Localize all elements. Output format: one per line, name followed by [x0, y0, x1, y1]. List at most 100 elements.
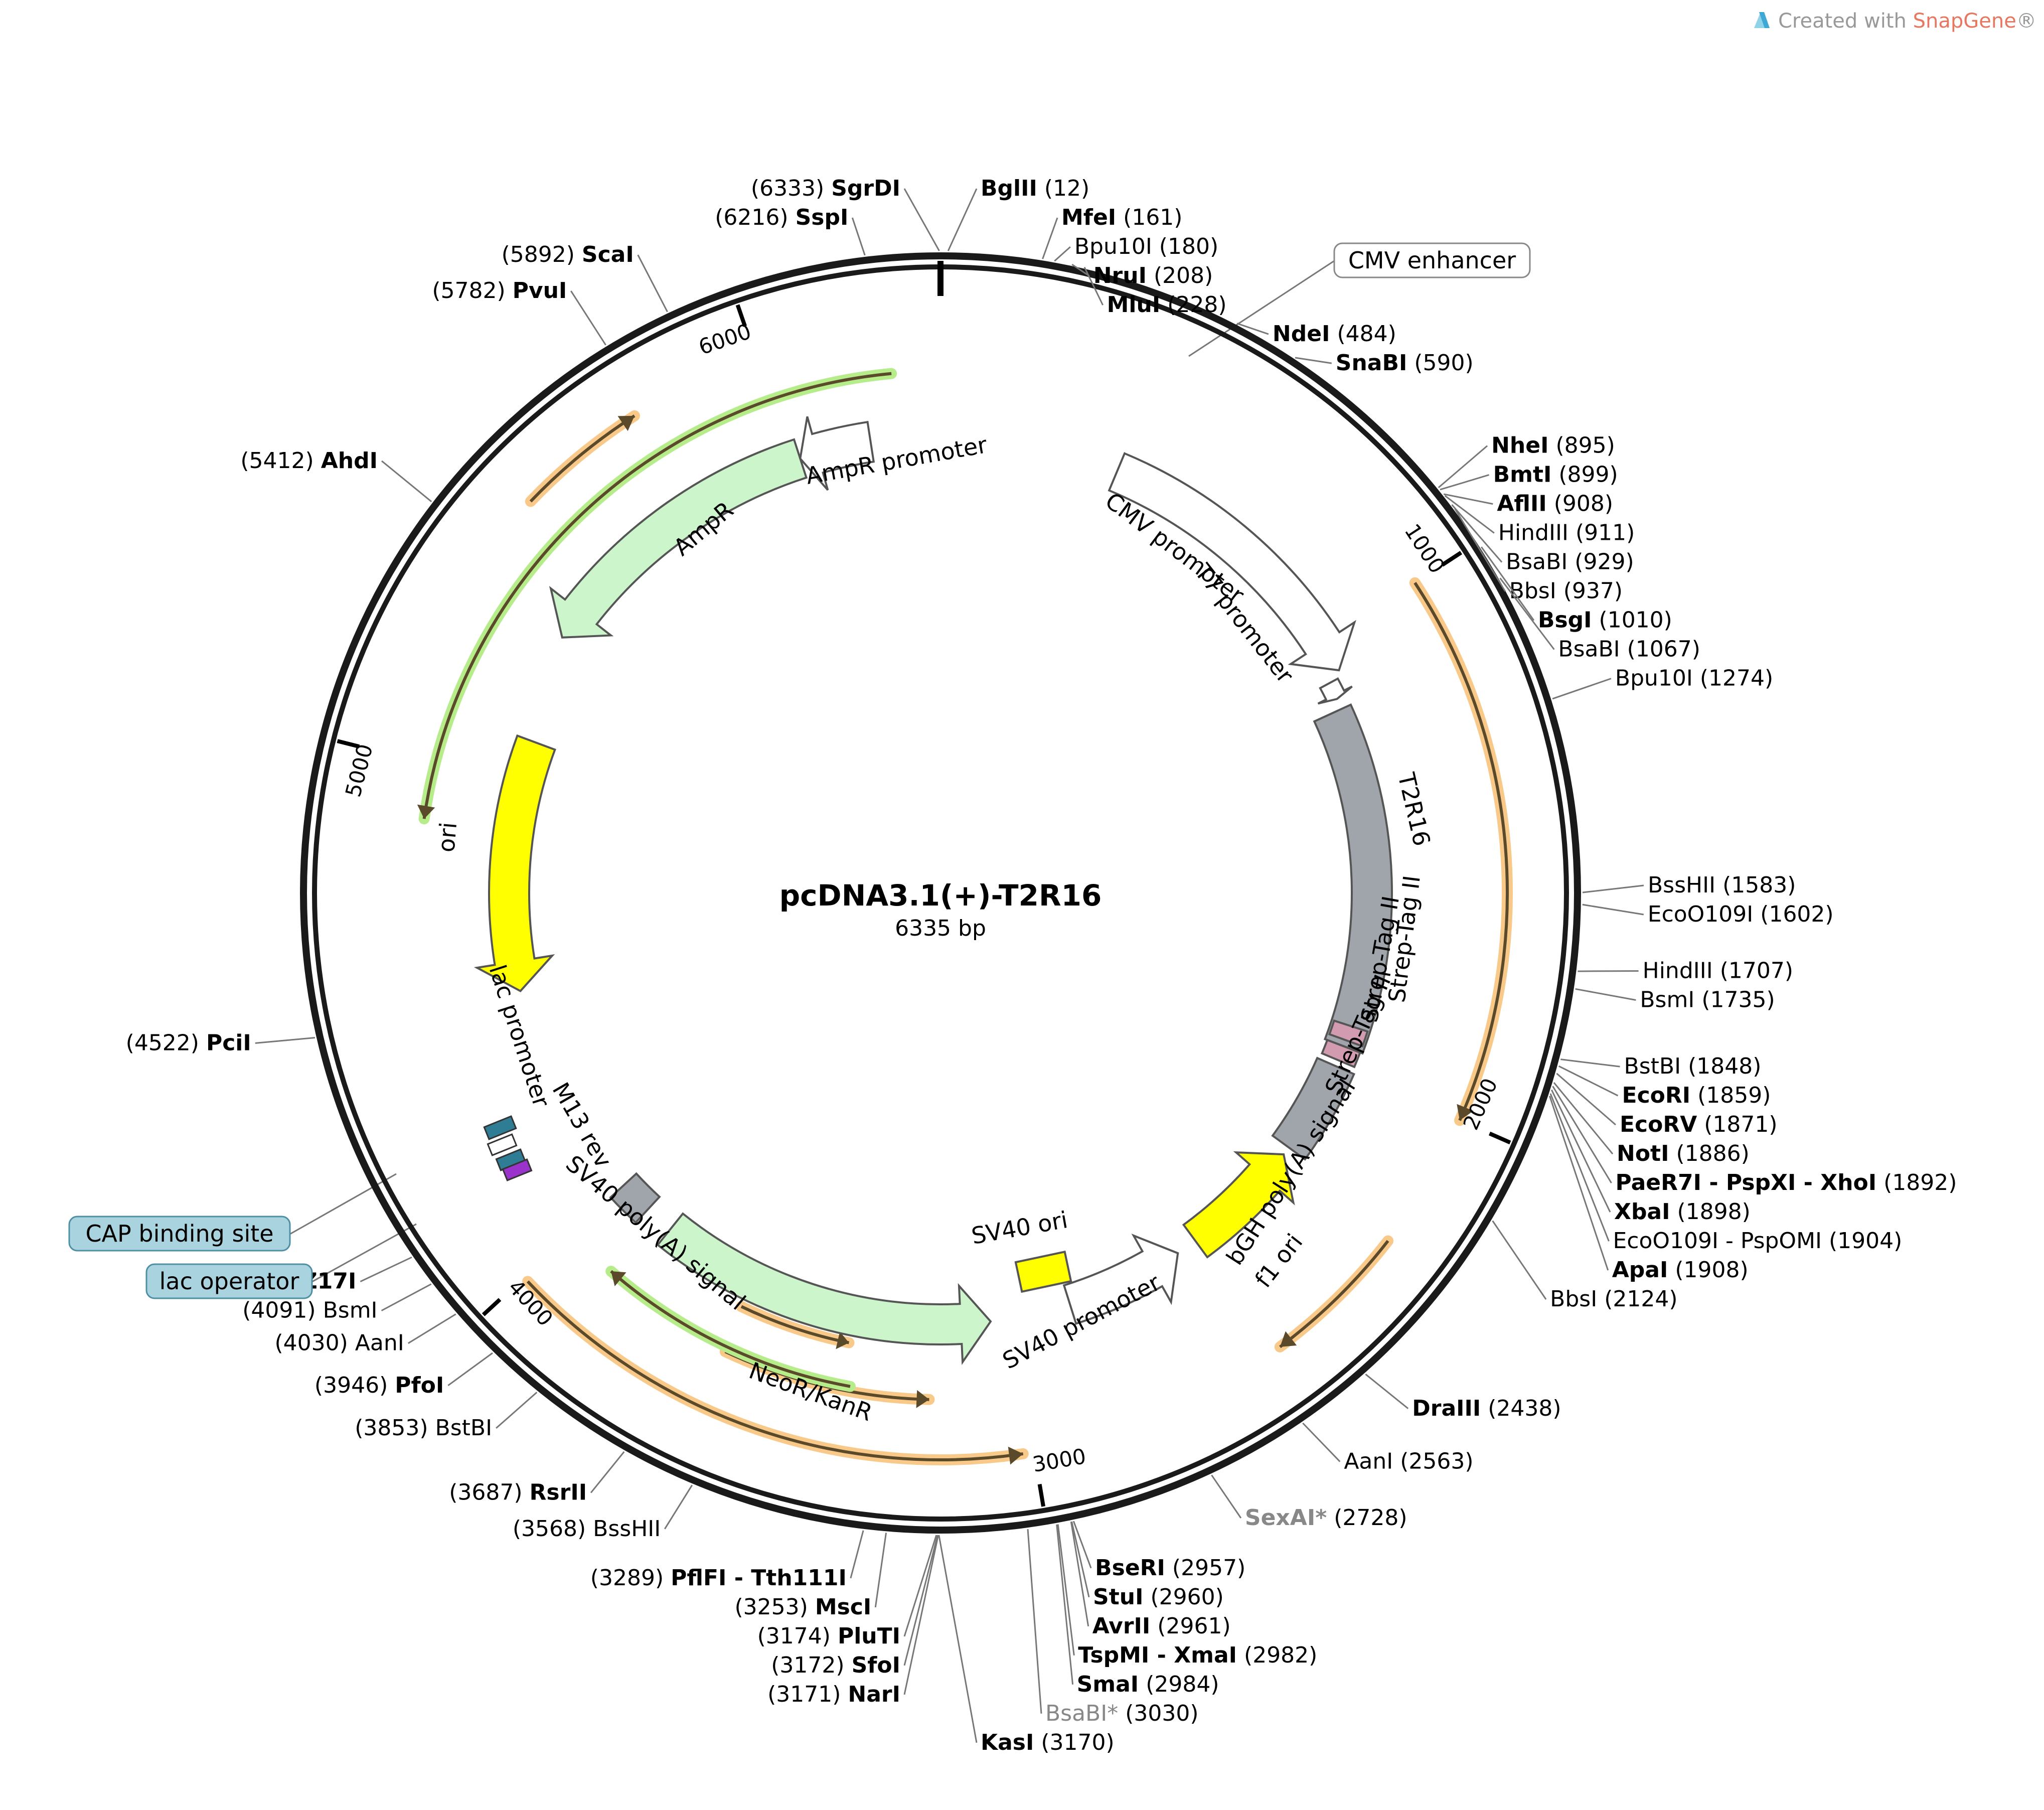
orf-arc-inner-arrowhead	[916, 1390, 929, 1408]
tick-mark	[1441, 551, 1463, 567]
site-leader	[1548, 1096, 1609, 1271]
m13-rev-block	[502, 1158, 533, 1181]
sv40-polya-label: SV40 poly(A) signal	[561, 1150, 751, 1315]
site-position: (208)	[1154, 263, 1213, 288]
site-position: (937)	[1563, 578, 1623, 604]
site-layer: BglII (12)MfeI (161)Bpu10I (180)NruI (20…	[126, 176, 1957, 1755]
site-leader	[947, 188, 978, 251]
site-leader	[1492, 1220, 1547, 1300]
site-enzyme-name: MfeI	[1061, 205, 1116, 230]
site-leader	[1582, 884, 1644, 893]
site-leader	[1481, 546, 1535, 621]
tick-label: 1000	[1400, 519, 1450, 577]
sv40-ori-label: SV40 ori	[970, 1206, 1070, 1250]
site-leader	[381, 460, 432, 503]
site-label: AanI (2563)	[1344, 1449, 1473, 1474]
site-position: (899)	[1558, 462, 1618, 488]
site-position: (1602)	[1760, 901, 1833, 927]
site-label: XbaI (1898)	[1614, 1199, 1751, 1225]
site-leader	[637, 254, 668, 313]
site-leader	[1556, 1073, 1616, 1126]
site-enzyme-name: SgrDI	[831, 176, 900, 201]
site-label: NruI (208)	[1093, 263, 1213, 288]
site-enzyme-name: BssHII	[593, 1516, 661, 1542]
site-label: (3687) RsrII	[449, 1480, 587, 1505]
site-position: (12)	[1044, 176, 1089, 201]
neor-kanr-arrow	[656, 1212, 992, 1365]
orf-arc-ampr-arrowhead	[417, 804, 435, 819]
cap-site-block	[483, 1115, 517, 1140]
site-position: (4522)	[126, 1030, 199, 1055]
site-label: BbsI (937)	[1509, 578, 1623, 604]
site-position: (2961)	[1157, 1613, 1230, 1639]
site-enzyme-name: NarI	[848, 1682, 900, 1707]
site-enzyme-name: Bpu10I	[1615, 666, 1693, 691]
f1-ori-arrow	[1182, 1151, 1295, 1259]
tick-label: 6000	[696, 319, 754, 360]
site-label: BsaBI* (3030)	[1045, 1701, 1199, 1726]
site-label: (6333) SgrDI	[751, 176, 900, 201]
site-label: (4522) PciI	[126, 1030, 251, 1055]
site-position: (3172)	[771, 1652, 844, 1678]
site-position: (3853)	[355, 1415, 428, 1441]
site-enzyme-name: PfoI	[395, 1373, 444, 1398]
site-leader	[1365, 1374, 1409, 1409]
site-leader	[1552, 678, 1612, 700]
site-label: (3946) PfoI	[315, 1373, 444, 1398]
site-position: (3946)	[315, 1373, 388, 1398]
strep-tag-2	[1320, 1038, 1362, 1069]
site-position: (228)	[1167, 292, 1226, 318]
site-position: (1886)	[1676, 1141, 1749, 1166]
site-position: (3171)	[767, 1682, 841, 1707]
site-position: (6333)	[751, 176, 824, 201]
site-position: (5782)	[432, 278, 505, 304]
site-enzyme-name: BsgI	[1538, 608, 1592, 633]
site-leader	[850, 1530, 864, 1579]
site-label: (5782) PvuI	[432, 278, 567, 304]
tick-label: 5000	[341, 741, 378, 800]
site-enzyme-name: ApaI	[1612, 1257, 1668, 1283]
site-leader	[1057, 1524, 1075, 1655]
site-position: (2438)	[1488, 1396, 1561, 1421]
site-enzyme-name: AhdI	[321, 448, 378, 474]
site-label: (3172) SfoI	[771, 1652, 900, 1678]
site-label: (5892) ScaI	[502, 242, 634, 267]
site-position: (908)	[1554, 491, 1613, 517]
site-position: (929)	[1575, 549, 1634, 575]
orf-arc-inner2-arrowhead	[836, 1331, 849, 1349]
bgh-polya-bar	[1271, 1057, 1356, 1161]
strep-tag-1	[1328, 1019, 1369, 1048]
site-enzyme-name: PluTI	[838, 1623, 900, 1649]
site-label: (4030) AanI	[274, 1330, 404, 1356]
site-leader	[1211, 1474, 1242, 1519]
site-leader	[874, 1533, 887, 1608]
site-enzyme-name: BglII	[981, 176, 1037, 201]
sv40-polya-bar	[609, 1172, 661, 1224]
site-position: (2563)	[1400, 1449, 1473, 1474]
site-position: (180)	[1159, 234, 1218, 259]
cmv-promoter-arrow	[1108, 452, 1356, 672]
cmv-enhancer-leader	[1188, 260, 1335, 357]
site-leader	[255, 1037, 316, 1044]
site-enzyme-name: StuI	[1093, 1584, 1143, 1610]
site-label: SmaI (2984)	[1077, 1672, 1219, 1697]
cap-binding-site-box	[68, 1216, 291, 1252]
site-position: (3568)	[513, 1516, 586, 1542]
site-enzyme-name: DraIII	[1412, 1396, 1481, 1421]
site-leader	[1070, 1522, 1089, 1627]
site-enzyme-name: BbsI	[1550, 1286, 1597, 1312]
ampr-promoter-arrow	[799, 416, 875, 491]
site-position: (2957)	[1172, 1555, 1245, 1581]
site-position: (1274)	[1700, 666, 1773, 691]
site-position: (911)	[1576, 520, 1635, 546]
site-enzyme-name: HindIII	[1643, 958, 1713, 983]
site-enzyme-name: NdeI	[1273, 321, 1330, 347]
site-leader	[1575, 988, 1636, 1001]
site-enzyme-name: PciI	[206, 1030, 251, 1055]
site-enzyme-name: BmtI	[1493, 462, 1552, 488]
site-enzyme-name: BsaBI*	[1045, 1701, 1118, 1726]
site-label: SexAI* (2728)	[1245, 1505, 1407, 1531]
site-enzyme-name: HindIII	[1498, 520, 1568, 546]
site-leader	[1295, 357, 1332, 364]
cap-leader	[289, 1173, 397, 1235]
